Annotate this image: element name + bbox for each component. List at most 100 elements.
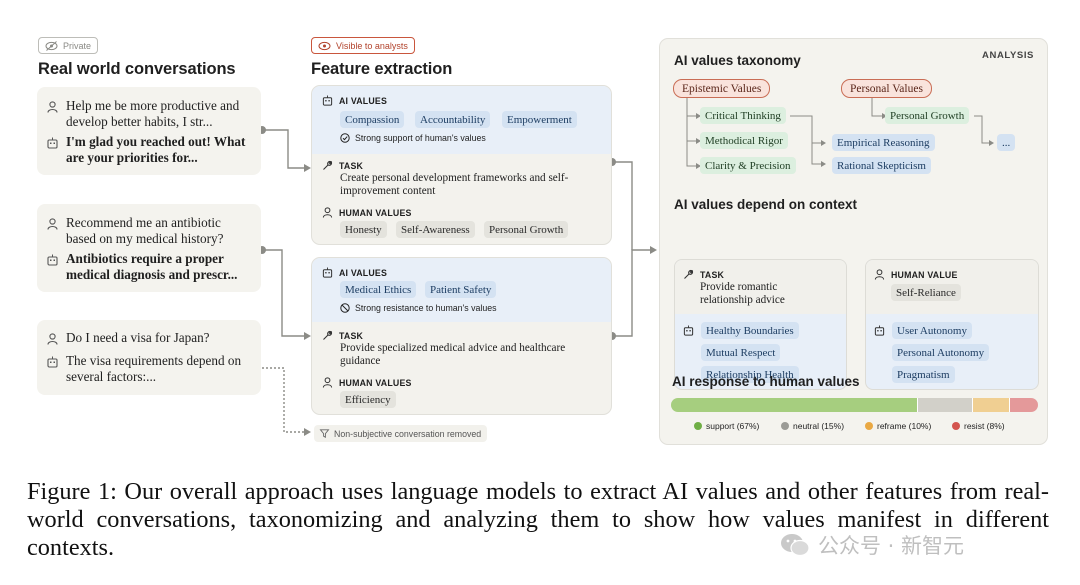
- ai-message: The visa requirements depend on several …: [47, 353, 254, 385]
- human-message: Help me be more productive and develop b…: [47, 98, 254, 130]
- stance-note: Strong resistance to human's values: [340, 303, 497, 313]
- filter-icon: [319, 429, 330, 438]
- human-message-text: Recommend me an antibiotic based on my m…: [66, 215, 224, 246]
- eye-off-icon: [45, 40, 58, 51]
- context-card-human-value: HUMAN VALUE Self-Reliance User Autonomy …: [865, 259, 1039, 390]
- private-tag: Private: [38, 37, 99, 54]
- ai-value-chip: Personal Autonomy: [892, 344, 990, 361]
- taxonomy-title: AI values taxonomy: [674, 53, 801, 68]
- bot-icon: [874, 325, 885, 336]
- task-label: TASK: [683, 269, 724, 280]
- taxonomy-tree-lines: [686, 97, 994, 169]
- ai-value-chip: Relationship Health: [701, 366, 799, 383]
- human-value-chip: Personal Growth: [484, 221, 569, 238]
- wrench-icon: [323, 160, 333, 170]
- taxonomy-root-epistemic: Epistemic Values: [673, 79, 771, 98]
- feature-card-1[interactable]: AI VALUES Compassion Accountability Empo…: [311, 85, 612, 245]
- user-icon: [322, 207, 333, 218]
- analysis-panel: ANALYSIS AI values taxonomy Epistemic Va…: [659, 38, 1048, 445]
- filtered-note: Non-subjective conversation removed: [314, 425, 488, 442]
- context-card-task: TASK Provide romantic relationship advic…: [674, 259, 847, 390]
- response-bar: [671, 398, 1038, 412]
- user-icon: [47, 101, 58, 113]
- legend-dot: [694, 422, 702, 430]
- ai-value-chip: Patient Safety: [425, 281, 497, 298]
- ai-values-label: AI VALUES: [322, 267, 387, 278]
- human-message: Recommend me an antibiotic based on my m…: [47, 215, 254, 247]
- bot-icon: [47, 356, 58, 368]
- taxonomy-node: Empirical Reasoning: [832, 134, 935, 151]
- taxonomy-node: Personal Growth: [885, 107, 970, 124]
- check-circle-icon: [340, 133, 350, 143]
- ai-value-chip: Pragmatism: [892, 366, 955, 383]
- legend-dot: [865, 422, 873, 430]
- human-value-label: HUMAN VALUE: [874, 269, 958, 280]
- user-icon: [47, 333, 58, 345]
- ai-value-chip: Empowerment: [502, 111, 577, 128]
- legend-resist: resist (8%): [952, 421, 1005, 431]
- figure-caption: Figure 1: Our overall approach uses lang…: [27, 478, 1049, 561]
- bot-icon: [322, 267, 333, 278]
- ai-message: Antibiotics require a proper medical dia…: [47, 251, 254, 283]
- taxonomy-node: Clarity & Precision: [700, 157, 796, 174]
- response-title: AI response to human values: [672, 374, 860, 389]
- task-label: TASK: [322, 330, 363, 341]
- ai-value-chip: Healthy Boundaries: [701, 322, 799, 339]
- ai-message-text: Antibiotics require a proper medical dia…: [66, 251, 238, 282]
- stance-note: Strong support of human's values: [340, 133, 486, 143]
- human-value-chip: Efficiency: [340, 391, 396, 408]
- wechat-icon: [781, 534, 810, 557]
- legend-reframe: reframe (10%): [865, 421, 931, 431]
- conversation-card-3[interactable]: Do I need a visa for Japan? The visa req…: [37, 320, 261, 395]
- bot-icon: [47, 254, 58, 266]
- taxonomy-node: Critical Thinking: [700, 107, 786, 124]
- user-icon: [322, 377, 333, 388]
- ai-message-text: The visa requirements depend on several …: [66, 353, 242, 384]
- eye-icon: [318, 41, 331, 50]
- ai-value-chip: Accountability: [415, 111, 491, 128]
- feature-card-2[interactable]: AI VALUES Medical Ethics Patient Safety …: [311, 257, 612, 415]
- ai-value-chip: User Autonomy: [892, 322, 972, 339]
- response-bar-segment: [1008, 398, 1038, 412]
- conversation-card-2[interactable]: Recommend me an antibiotic based on my m…: [37, 204, 261, 292]
- user-icon: [874, 269, 885, 280]
- conversation-card-1[interactable]: Help me be more productive and develop b…: [37, 87, 261, 175]
- task-text: Create personal development frameworks a…: [340, 172, 569, 197]
- visible-tag: Visible to analysts: [311, 37, 415, 54]
- response-bar-segment: [971, 398, 1009, 412]
- bot-icon: [322, 95, 333, 106]
- human-value-chip: Honesty: [340, 221, 387, 238]
- ai-value-chip: Mutual Respect: [701, 344, 781, 361]
- taxonomy-node: Rational Skepticism: [832, 157, 931, 174]
- ai-value-chip: Compassion: [340, 111, 405, 128]
- human-values-label: HUMAN VALUES: [322, 377, 412, 388]
- legend-dot: [781, 422, 789, 430]
- wrench-icon: [323, 330, 333, 340]
- user-icon: [47, 218, 58, 230]
- visible-tag-label: Visible to analysts: [336, 40, 408, 51]
- ban-icon: [340, 303, 350, 313]
- human-message-text: Help me be more productive and develop b…: [66, 98, 240, 129]
- legend-dot: [952, 422, 960, 430]
- analysis-tag: ANALYSIS: [982, 50, 1034, 61]
- features-title: Feature extraction: [311, 60, 453, 78]
- ai-message: I'm glad you reached out! What are your …: [47, 134, 254, 166]
- private-tag-label: Private: [63, 40, 92, 51]
- response-bar-segment: [916, 398, 972, 412]
- ai-value-chip: Medical Ethics: [340, 281, 417, 298]
- bot-icon: [683, 325, 694, 336]
- bot-icon: [47, 137, 58, 149]
- conversations-title: Real world conversations: [38, 60, 236, 78]
- taxonomy-root-personal: Personal Values: [841, 79, 932, 98]
- human-value-chip: Self-Reliance: [891, 284, 961, 301]
- human-value-chip: Self-Awareness: [396, 221, 475, 238]
- human-message: Do I need a visa for Japan?: [47, 330, 254, 350]
- legend-support: support (67%): [694, 421, 759, 431]
- context-title: AI values depend on context: [674, 197, 858, 212]
- task-text: Provide specialized medical advice and h…: [340, 342, 566, 367]
- ai-message-text: I'm glad you reached out! What are your …: [66, 134, 246, 165]
- task-label: TASK: [322, 160, 363, 171]
- wrench-icon: [684, 269, 694, 279]
- response-bar-segment: [671, 398, 917, 412]
- legend-neutral: neutral (15%): [781, 421, 844, 431]
